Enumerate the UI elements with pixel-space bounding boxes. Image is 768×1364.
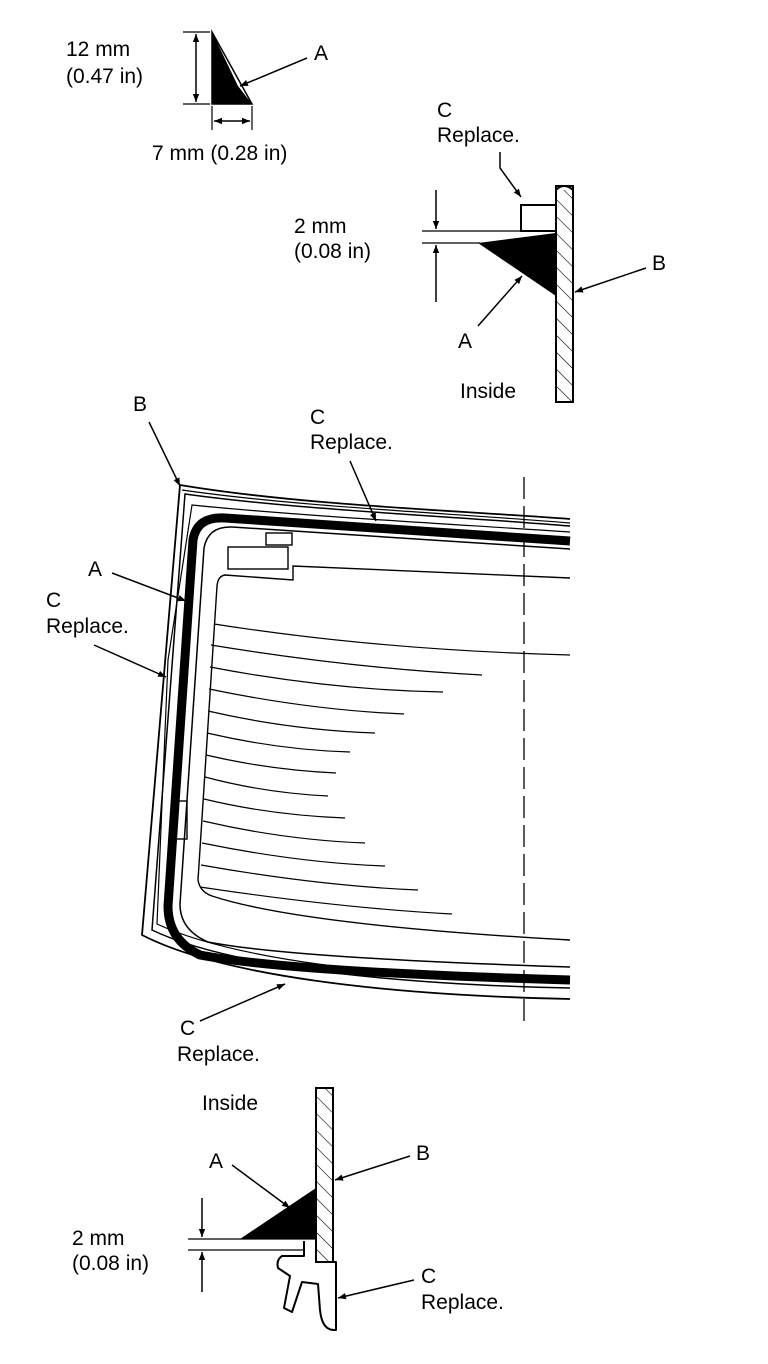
lower-label-a: A <box>209 1150 223 1173</box>
adhesive-profile-detail: 12 mm (0.47 in) 7 mm (0.28 in) A <box>66 29 328 165</box>
lower-section-detail: 2 mm (0.08 in) Inside A B C Replace. <box>72 1087 504 1331</box>
upper-label-b: B <box>652 252 666 275</box>
upper-leader-a <box>477 275 523 327</box>
upper-glass-section <box>555 185 574 403</box>
lower-adhesive-a <box>240 1188 316 1239</box>
main-label-b: B <box>133 393 147 416</box>
lower-label-replace: Replace. <box>421 1291 504 1314</box>
upper-label-inside: Inside <box>460 380 516 403</box>
upper-leader-c <box>499 152 522 198</box>
main-label-replace-top: Replace. <box>310 431 393 454</box>
lower-glass-section <box>315 1087 334 1263</box>
upper-label-c: C <box>437 99 452 122</box>
main-label-replace-left: Replace. <box>46 615 129 638</box>
adhesive-bead-a <box>163 513 571 985</box>
main-leader-a <box>111 572 187 602</box>
lower-leader-c <box>337 1279 415 1300</box>
main-label-a: A <box>88 558 102 581</box>
width-label: 7 mm (0.28 in) <box>152 142 287 165</box>
main-leader-c-left <box>93 644 167 678</box>
upper-label-a: A <box>458 330 472 353</box>
upper-section-detail: 2 mm (0.08 in) C Replace. B A Inside <box>294 99 666 403</box>
lower-label-b: B <box>416 1142 430 1165</box>
main-label-replace-bottom: Replace. <box>177 1043 260 1066</box>
upper-adhesive-a <box>478 233 556 296</box>
main-leader-c-top <box>349 460 377 522</box>
lower-molding-c <box>276 1241 337 1331</box>
mirror-mount-patch <box>227 546 289 570</box>
ceramic-border-edge <box>179 526 571 968</box>
height-mm-label: 12 mm <box>66 38 130 61</box>
lower-leader-b <box>334 1155 411 1181</box>
label-a-profile: A <box>314 42 328 65</box>
sensor-patch <box>265 532 293 546</box>
adhesive-bead-profile <box>212 32 252 104</box>
windshield-main-view: B C Replace. A C Replace. C Replace. <box>46 393 571 1066</box>
lower-label-c: C <box>421 1265 436 1288</box>
main-leader-c-bottom <box>199 983 286 1022</box>
lower-gap-mm-label: 2 mm <box>72 1227 125 1250</box>
lower-gap-in-label: (0.08 in) <box>72 1252 149 1275</box>
main-label-c-bottom: C <box>180 1017 195 1040</box>
main-label-c-left: C <box>46 589 61 612</box>
glass-visible-area <box>197 565 571 941</box>
body-frame-b-inner <box>151 493 571 989</box>
molding-c-inner-edge <box>156 504 571 983</box>
vin-window <box>175 800 188 840</box>
leader-a-profile <box>239 57 308 87</box>
upper-molding-c <box>520 204 556 232</box>
molding-c-outer-edge <box>181 489 571 524</box>
upper-label-replace: Replace. <box>437 124 520 147</box>
shade-band-lines <box>199 623 571 915</box>
body-frame-b-outer <box>141 483 571 1000</box>
height-in-label: (0.47 in) <box>66 65 143 88</box>
main-leader-b <box>148 421 181 487</box>
upper-leader-b <box>574 267 647 293</box>
upper-gap-mm-label: 2 mm <box>294 215 347 238</box>
main-label-c-top: C <box>310 406 325 429</box>
lower-leader-a <box>231 1164 291 1209</box>
upper-gap-in-label: (0.08 in) <box>294 240 371 263</box>
lower-label-inside: Inside <box>202 1092 258 1115</box>
